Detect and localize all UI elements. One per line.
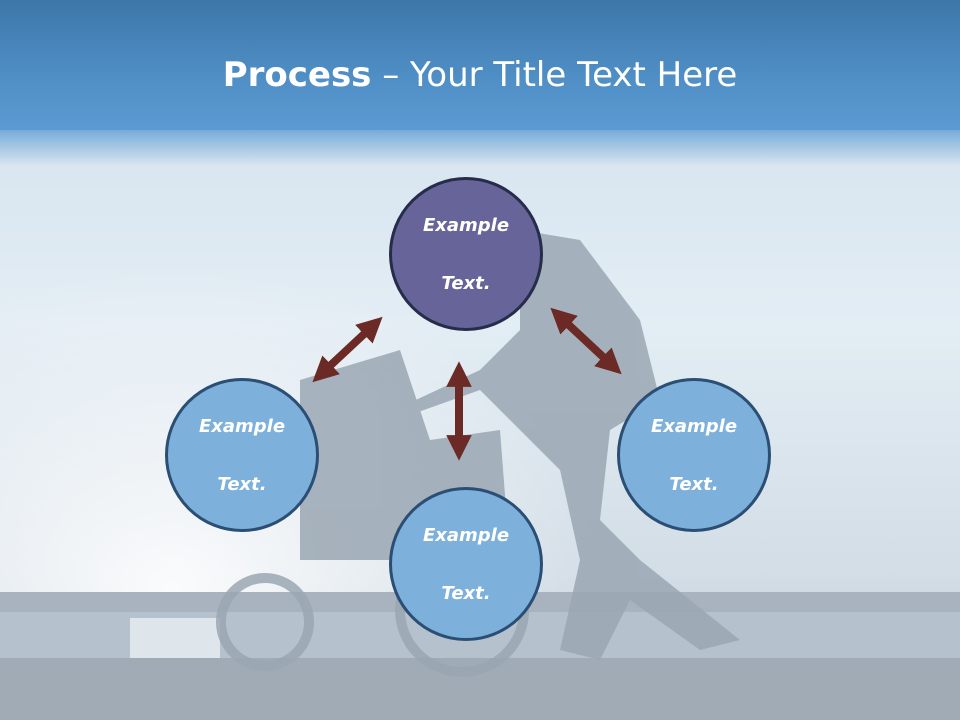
slide-title-bold: Process xyxy=(222,55,372,95)
arrow-top-right xyxy=(550,307,622,375)
node-top-line2: Text. xyxy=(441,272,491,294)
title-bar xyxy=(0,0,960,130)
water-sparkle xyxy=(130,618,220,658)
node-top-line1: Example xyxy=(422,214,510,236)
node-right-line1: Example xyxy=(650,415,738,437)
node-bottom-line2: Text. xyxy=(441,582,491,604)
slide-title: Process – Your Title Text Here xyxy=(0,50,960,100)
node-bottom-line1: Example xyxy=(422,524,510,546)
title-bar-fade xyxy=(0,126,960,166)
node-left-line2: Text. xyxy=(217,473,267,495)
node-left-line1: Example xyxy=(198,415,286,437)
slide-title-rest: – Your Title Text Here xyxy=(371,55,738,95)
node-right-line2: Text. xyxy=(669,473,719,495)
arrow-top-left xyxy=(312,316,383,383)
